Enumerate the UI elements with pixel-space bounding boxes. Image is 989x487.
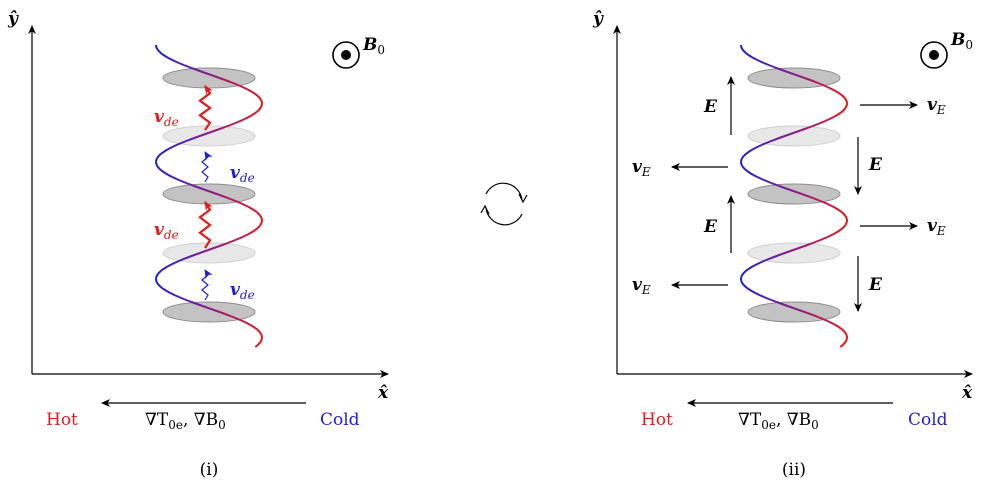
e-label: E bbox=[868, 275, 883, 295]
vde-label-red: vde bbox=[154, 220, 179, 242]
y-axis-label: ŷ bbox=[7, 9, 19, 29]
vde-label-red: vde bbox=[154, 107, 179, 129]
disk bbox=[747, 125, 841, 147]
ve-label: vE bbox=[632, 157, 651, 179]
b0-label: B bbox=[950, 30, 965, 50]
e-label: E bbox=[703, 97, 718, 117]
svg-text:B0: B0 bbox=[950, 30, 973, 52]
svg-text:B0: B0 bbox=[362, 35, 385, 57]
disk bbox=[162, 125, 256, 147]
helix-wave bbox=[154, 44, 264, 348]
x-axis-label: x̂ bbox=[377, 383, 389, 403]
vde-label-blue: vde bbox=[230, 280, 255, 302]
drift-arrow-blue bbox=[201, 151, 213, 183]
e-label: E bbox=[868, 155, 883, 175]
disk bbox=[747, 242, 841, 264]
vde-label-blue: vde bbox=[230, 163, 255, 185]
x-axis-label: x̂ bbox=[961, 383, 973, 403]
ve-label: vE bbox=[927, 95, 946, 117]
disk bbox=[747, 301, 841, 323]
drift-arrow-blue bbox=[201, 269, 213, 301]
helix-wave bbox=[739, 44, 849, 348]
disk bbox=[162, 183, 256, 205]
drift-arrow-red bbox=[198, 201, 213, 249]
cycle-arrows-icon bbox=[480, 182, 528, 226]
disk bbox=[162, 67, 256, 89]
y-axis-label: ŷ bbox=[592, 9, 604, 29]
drift-arrow-red bbox=[198, 85, 213, 131]
ve-label: vE bbox=[927, 216, 946, 238]
hot-label: Hot bbox=[641, 410, 673, 430]
gradient-label: ∇T0e, ∇B0 bbox=[738, 410, 819, 432]
e-label: E bbox=[703, 217, 718, 237]
cold-label: Cold bbox=[908, 410, 948, 430]
disk bbox=[162, 242, 256, 264]
field-out-of-page-icon bbox=[332, 41, 360, 69]
disk bbox=[162, 301, 256, 323]
panel-caption: (i) bbox=[200, 460, 219, 480]
gradient-label: ∇T0e, ∇B0 bbox=[145, 410, 226, 432]
hot-label: Hot bbox=[46, 410, 78, 430]
panel-i: ŷ x̂ B0 vde vde vde vde Hot Cold ∇T0e bbox=[7, 9, 389, 480]
ve-label: vE bbox=[632, 275, 651, 297]
disk bbox=[747, 67, 841, 89]
panel-ii: ŷ x̂ B0 E E E E vE vE vE vE bbox=[592, 9, 973, 480]
disk bbox=[747, 183, 841, 205]
field-out-of-page-icon bbox=[920, 41, 948, 69]
panel-caption: (ii) bbox=[782, 460, 806, 480]
b0-label: B bbox=[362, 35, 377, 55]
cold-label: Cold bbox=[320, 410, 360, 430]
